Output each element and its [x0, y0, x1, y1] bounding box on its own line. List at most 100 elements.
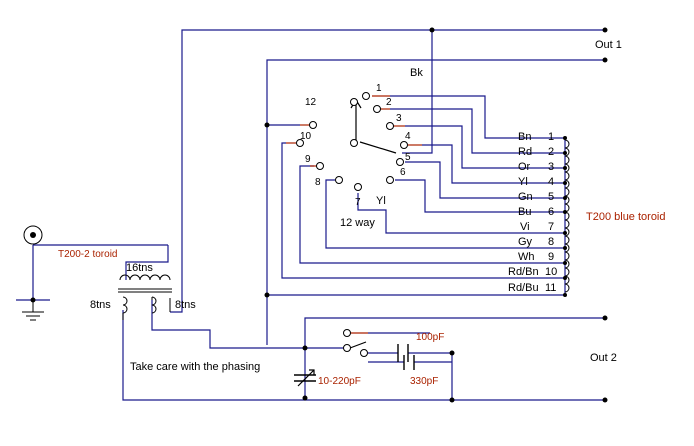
contact-2 — [373, 105, 381, 113]
tap-wire-7 — [357, 193, 565, 234]
switch-contacts — [296, 92, 408, 357]
tap-dot-8 — [563, 246, 567, 250]
tap-dot-9 — [563, 261, 567, 265]
out2-label: Out 2 — [590, 352, 617, 364]
tap-11-color: Rd/Bu — [508, 282, 539, 294]
tap-8-color: Gy — [518, 236, 533, 248]
rotor — [297, 98, 397, 387]
tap-6-color: Bu — [518, 206, 532, 218]
out2-terminal-a — [602, 315, 608, 321]
ground-symbol — [22, 300, 44, 321]
yl-switch-label: Yl — [376, 195, 386, 207]
contact-11 — [350, 139, 358, 147]
contact-6 — [386, 176, 394, 184]
contact-9 — [316, 162, 324, 170]
out2-top-wire — [151, 300, 605, 349]
junction-varcap-bottom — [302, 395, 308, 401]
tap-8-num: 8 — [548, 236, 555, 248]
out1-terminal-b — [602, 57, 608, 63]
contact-5 — [396, 158, 404, 166]
contact-10 — [296, 139, 304, 147]
junction-bottom — [449, 397, 455, 403]
switch-pos-1: 1 — [376, 83, 382, 94]
eight-tns-left-label: 8tns — [90, 299, 111, 311]
junction-12 — [264, 122, 270, 128]
tap-wire-9 — [299, 165, 565, 264]
t200-2-transformer — [118, 274, 172, 320]
switch-pos-7: 7 — [355, 197, 361, 208]
varcap-arrow-shaft — [297, 369, 315, 387]
contact-3 — [386, 122, 394, 130]
tap-9-color: Wh — [518, 251, 535, 263]
wiring — [16, 29, 605, 401]
primary-winding — [119, 274, 171, 281]
tap-wire-2 — [390, 108, 565, 154]
contact-4 — [400, 141, 408, 149]
t200-blue-toroid-label: T200 blue toroid — [586, 211, 666, 223]
junction-cap-right — [449, 350, 455, 356]
cap-100pf-label: 100pF — [416, 332, 445, 343]
switch-pos-4: 4 — [405, 131, 411, 142]
varcap-arrowhead — [309, 369, 315, 375]
cap-switch-contact-1 — [343, 329, 351, 337]
sixteen-tns-label: 16tns — [126, 262, 153, 274]
junction-varcap — [302, 345, 308, 351]
out1-label: Out 1 — [595, 39, 622, 51]
eight-tns-right-label: 8tns — [175, 299, 196, 311]
junction-11 — [264, 292, 270, 298]
out1-top-wire — [170, 29, 605, 313]
tap-4-num: 4 — [548, 176, 555, 188]
capacitors — [294, 344, 415, 382]
cap-switch-arm — [349, 341, 367, 349]
toroid-coil — [564, 139, 570, 293]
bk-label: Bk — [410, 67, 423, 79]
out2-bottom-wire — [122, 310, 605, 401]
tap-2-num: 2 — [548, 146, 555, 158]
primary-wire — [125, 245, 169, 280]
tap-7-color: Vi — [520, 221, 530, 233]
tap-dot-1 — [563, 136, 567, 140]
contact-1 — [362, 92, 370, 100]
varcap-label: 10-220pF — [318, 376, 361, 387]
tap-6-num: 6 — [548, 206, 555, 218]
cap-switch-contact-3 — [360, 349, 368, 357]
tap-wire-3 — [405, 125, 565, 169]
tap-dot-7 — [563, 231, 567, 235]
bk-common-wire — [402, 30, 433, 154]
switch-pos-9: 9 — [305, 154, 311, 165]
tap-11-num: 11 — [545, 282, 557, 294]
junction-bk — [429, 27, 435, 33]
connector-pin — [30, 232, 36, 238]
tap-dot-5 — [563, 196, 567, 200]
tap-9-num: 9 — [548, 251, 555, 263]
out2-terminal-b — [602, 397, 608, 403]
tap-wire-5 — [405, 161, 565, 199]
contact-common — [350, 98, 358, 106]
switch-pos-6: 6 — [400, 167, 406, 178]
tap-1-color: Bn — [518, 131, 532, 143]
out1-second-wire — [266, 59, 605, 345]
secondary-winding-left — [122, 296, 128, 314]
phasing-note: Take care with the phasing — [130, 361, 261, 373]
switch-pos-3: 3 — [396, 113, 402, 124]
switch-pos-12: 12 — [305, 97, 317, 108]
tap-dot-11 — [563, 293, 567, 297]
switch-pos-8: 8 — [315, 177, 321, 188]
tap-1-num: 1 — [548, 131, 555, 143]
tap-wire-8 — [325, 179, 565, 249]
rotor-wiper — [359, 141, 397, 154]
contact-7 — [354, 183, 362, 191]
tap-5-color: Gn — [518, 191, 533, 203]
tap-wire-1 — [390, 95, 565, 139]
cap-330pf-label: 330pF — [410, 376, 439, 387]
tap-3-color: Or — [518, 161, 531, 173]
tap-dot-3 — [563, 166, 567, 170]
tap-dot-10 — [563, 276, 567, 280]
tap-wire-6 — [395, 179, 565, 213]
switch-pos-10: 10 — [300, 131, 312, 142]
tap-10-color: Rd/Bn — [508, 266, 539, 278]
cap-switch-contact-2 — [343, 344, 351, 352]
switch-pos-2: 2 — [386, 97, 392, 108]
tap-dot-2 — [563, 151, 567, 155]
